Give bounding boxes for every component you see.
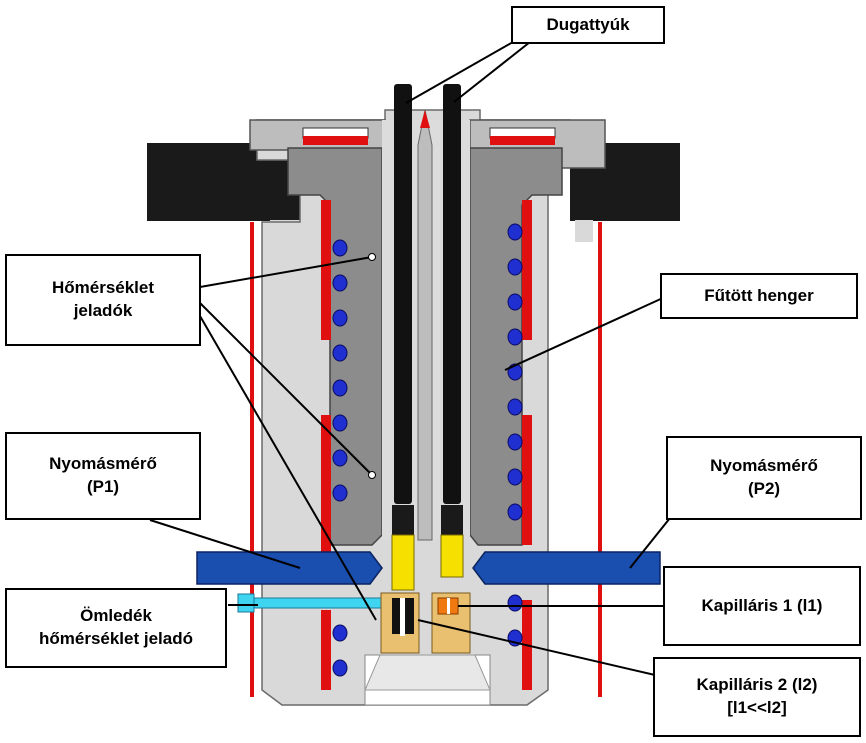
piston-left <box>394 84 412 504</box>
heating-coils-left <box>332 239 348 677</box>
clamp-right-notch <box>575 220 593 242</box>
label-nyomasmero-p1: Nyomásmérő (P1) <box>5 432 201 520</box>
label-kapillaris-1-text: Kapilláris 1 (l1) <box>701 595 823 615</box>
label-homerseklet-line1: Hőmérséklet <box>51 278 155 298</box>
label-nyomasmero-p2: Nyomásmérő (P2) <box>666 436 862 520</box>
sensor-point-lower <box>368 471 376 479</box>
label-futott-henger-text: Fűtött henger <box>704 285 814 305</box>
label-kapillaris-1: Kapilláris 1 (l1) <box>663 566 861 646</box>
label-kapillaris-2: Kapilláris 2 (l2) [l1<<l2] <box>653 657 861 737</box>
label-dugattyuk-text: Dugattyúk <box>546 14 630 34</box>
heater-right-lower <box>522 415 532 545</box>
pressure-bar-right <box>472 551 661 585</box>
piston-right-tip <box>441 505 463 535</box>
piston-left-tip <box>392 505 414 535</box>
label-nyomasmero-p1-line2: (P1) <box>86 477 120 496</box>
piston-right <box>443 84 461 504</box>
pressure-bar-left <box>196 551 383 585</box>
sensor-point-upper <box>368 253 376 261</box>
top-seal-right-red <box>490 136 555 145</box>
label-dugattyuk: Dugattyúk <box>511 6 665 44</box>
label-homerseklet-jeladok: Hőmérséklet jeladók <box>5 254 201 346</box>
label-omledek-line1: Ömledék <box>80 606 152 626</box>
capillary-1-channel <box>447 598 450 614</box>
bore-divider <box>417 109 433 541</box>
heating-coils-right <box>507 223 523 647</box>
bore-divider-tip <box>420 110 430 128</box>
label-futott-henger: Fűtött henger <box>660 273 858 319</box>
heater-left-upper <box>321 200 331 340</box>
heater-left-bottom <box>321 610 331 690</box>
heater-left-lower <box>321 415 331 555</box>
label-homerseklet-line2: jeladók <box>73 301 133 320</box>
label-omledek-homerseklet: Ömledék hőmérséklet jeladó <box>5 588 227 668</box>
label-kapillaris-2-line2: [l1<<l2] <box>727 698 787 717</box>
label-omledek-line2: hőmérséklet jeladó <box>38 629 193 648</box>
melt-temp-probe-head <box>237 593 255 613</box>
melt-left <box>391 534 415 591</box>
top-seal-left-red <box>303 136 368 145</box>
capillary-2-channel <box>400 598 405 636</box>
label-kapillaris-2-line1: Kapilláris 2 (l2) <box>696 675 818 695</box>
melt-right <box>440 534 464 578</box>
heater-right-upper <box>522 200 532 340</box>
label-nyomasmero-p2-line1: Nyomásmérő <box>710 456 818 476</box>
bottom-cone <box>364 654 491 691</box>
label-nyomasmero-p1-line1: Nyomásmérő <box>49 454 157 474</box>
leader-lines <box>149 41 671 676</box>
label-nyomasmero-p2-line2: (P2) <box>747 479 781 498</box>
